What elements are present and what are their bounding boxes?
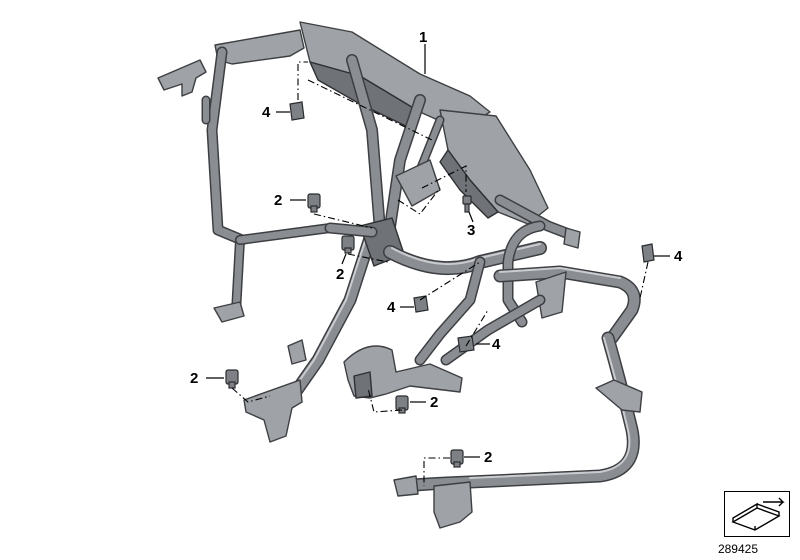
middle-lower-bracket bbox=[343, 345, 463, 399]
part-symbol-icon bbox=[731, 497, 785, 531]
bolt-e bbox=[450, 449, 464, 468]
clip-a bbox=[289, 101, 305, 121]
left-foot-bracket bbox=[213, 301, 245, 323]
clip-d bbox=[457, 335, 475, 353]
callout-1: 1 bbox=[419, 29, 427, 46]
callout-4-lower: 4 bbox=[492, 336, 501, 353]
clip-b bbox=[641, 243, 655, 263]
middle-lower-bracket-face bbox=[353, 371, 373, 399]
head-braces bbox=[346, 54, 445, 246]
bolt-c bbox=[225, 369, 239, 389]
left-lower-crosstube bbox=[324, 222, 378, 238]
right-rail bbox=[493, 265, 641, 345]
left-top-bracket bbox=[157, 59, 207, 97]
assembly-lines bbox=[231, 61, 649, 486]
lower-left-mount-plate bbox=[243, 379, 303, 443]
part-symbol-box bbox=[724, 491, 790, 537]
lower-right-mount bbox=[595, 379, 643, 413]
left-upper-mount bbox=[214, 29, 305, 65]
main-down-tube bbox=[283, 225, 379, 407]
fasteners bbox=[225, 101, 655, 468]
bolt-b bbox=[341, 235, 355, 254]
left-cross-tube bbox=[235, 223, 335, 245]
callout-2-left: 2 bbox=[190, 370, 198, 387]
bottom-left-tab bbox=[393, 475, 419, 497]
callout-3: 3 bbox=[467, 222, 475, 239]
reference-number: 289425 bbox=[717, 542, 758, 556]
lower-right-loop bbox=[399, 331, 640, 493]
right-upper-tab bbox=[563, 227, 581, 249]
center-gusset bbox=[395, 159, 441, 207]
callout-4-right: 4 bbox=[674, 248, 683, 265]
callouts: 1 4 2 3 2 4 4 4 2 2 2 bbox=[190, 29, 683, 466]
callout-2-middle: 2 bbox=[430, 394, 438, 411]
lower-left-tab bbox=[287, 339, 307, 365]
cowl-mount-shadow bbox=[439, 149, 499, 219]
callout-4-center: 4 bbox=[387, 299, 396, 316]
left-upright-tubes bbox=[201, 46, 248, 317]
clip-c bbox=[413, 295, 429, 313]
bottom-foot-bracket bbox=[433, 481, 473, 529]
callout-2-bottom: 2 bbox=[484, 449, 492, 466]
subframe-structure bbox=[157, 21, 643, 529]
bolt-a bbox=[307, 193, 321, 213]
callout-4-top: 4 bbox=[262, 104, 271, 121]
callout-2-upper: 2 bbox=[274, 192, 282, 209]
leader-lines bbox=[206, 44, 670, 458]
callout-2-center: 2 bbox=[336, 266, 344, 283]
screw-3 bbox=[462, 195, 472, 213]
